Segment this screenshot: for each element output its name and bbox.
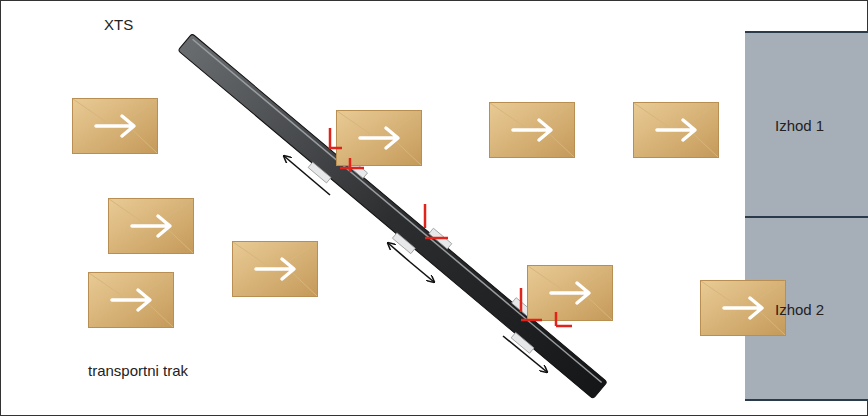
conveyor-label: transportni trak xyxy=(88,362,188,379)
part-label: XTS xyxy=(104,16,133,33)
exit-label: Izhod 1 xyxy=(775,117,824,134)
exit-label: Izhod 2 xyxy=(775,301,824,318)
exit-zone: Izhod 2 xyxy=(745,218,868,400)
exit-zone: Izhod 1 xyxy=(745,33,868,217)
